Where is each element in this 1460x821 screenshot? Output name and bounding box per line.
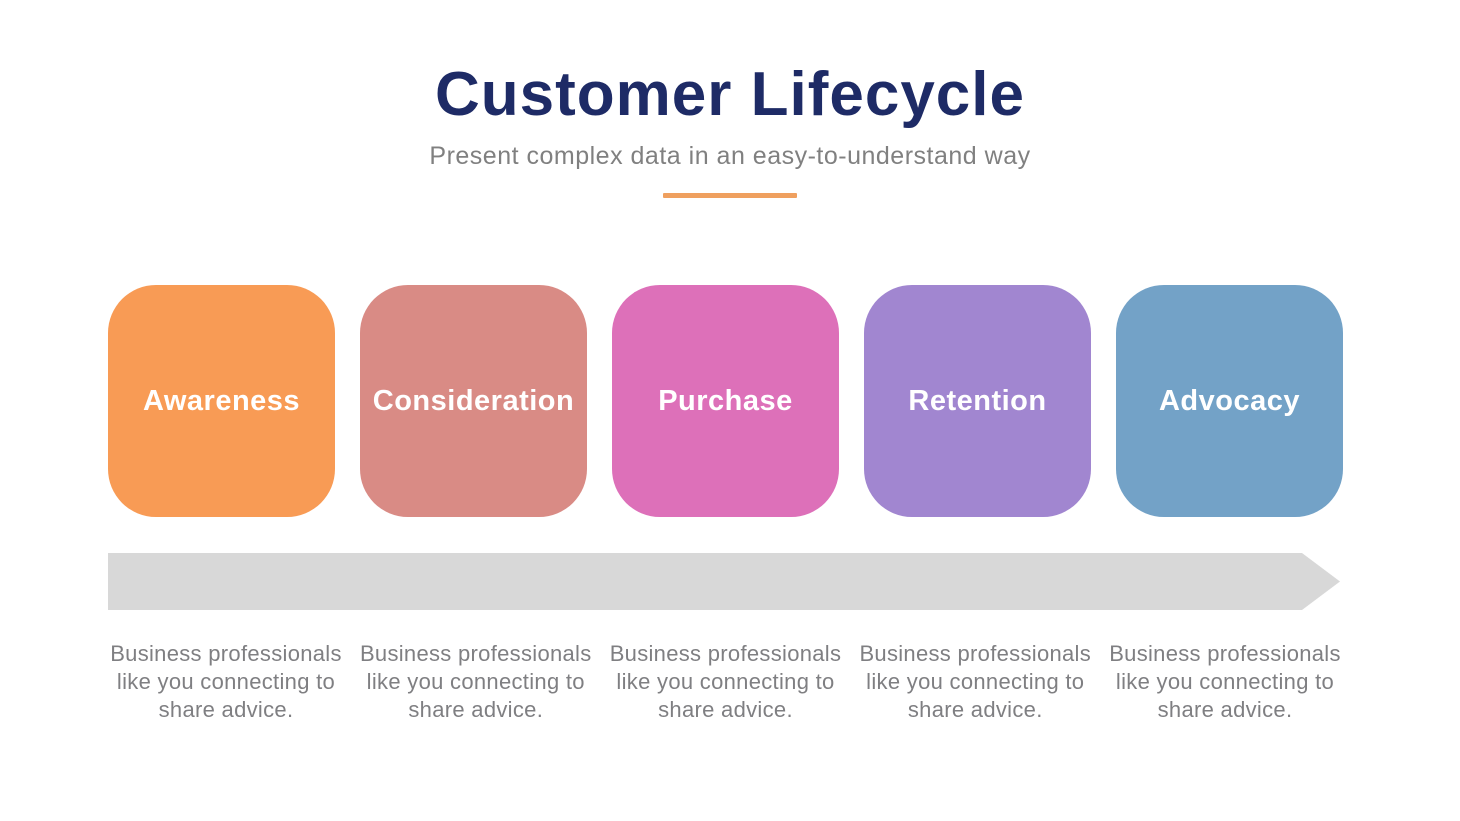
stage-description-advocacy: Business professionals like you connecti…	[1109, 641, 1341, 722]
stage-description-purchase: Business professionals like you connecti…	[609, 641, 842, 722]
page-subtitle: Present complex data in an easy-to-under…	[429, 142, 1031, 170]
stage-label: Retention	[908, 384, 1047, 417]
slide-header: Customer Lifecycle Present complex data …	[0, 64, 1460, 198]
stage-box-awareness: Awareness	[108, 285, 335, 517]
timeline-arrow-right	[108, 553, 1340, 610]
stage-description-awareness: Business professionals like you connecti…	[110, 641, 342, 722]
title-underline-divider	[663, 193, 797, 198]
stage-label: Consideration	[372, 384, 575, 417]
page-title: Customer Lifecycle	[435, 60, 1025, 129]
stage-box-advocacy: Advocacy	[1116, 285, 1343, 517]
stage-description-consideration: Business professionals like you connecti…	[359, 641, 592, 722]
stage-label: Purchase	[658, 384, 793, 417]
stage-box-retention: Retention	[864, 285, 1091, 517]
description-row: Business professionals like you connecti…	[102, 640, 1349, 724]
stage-description-retention: Business professionals like you connecti…	[859, 641, 1092, 722]
stage-row: Awareness Consideration Purchase Retenti…	[108, 285, 1343, 517]
stage-box-purchase: Purchase	[612, 285, 839, 517]
stage-box-consideration: Consideration	[360, 285, 587, 517]
stage-label: Advocacy	[1158, 384, 1300, 417]
stage-label: Awareness	[142, 384, 301, 417]
